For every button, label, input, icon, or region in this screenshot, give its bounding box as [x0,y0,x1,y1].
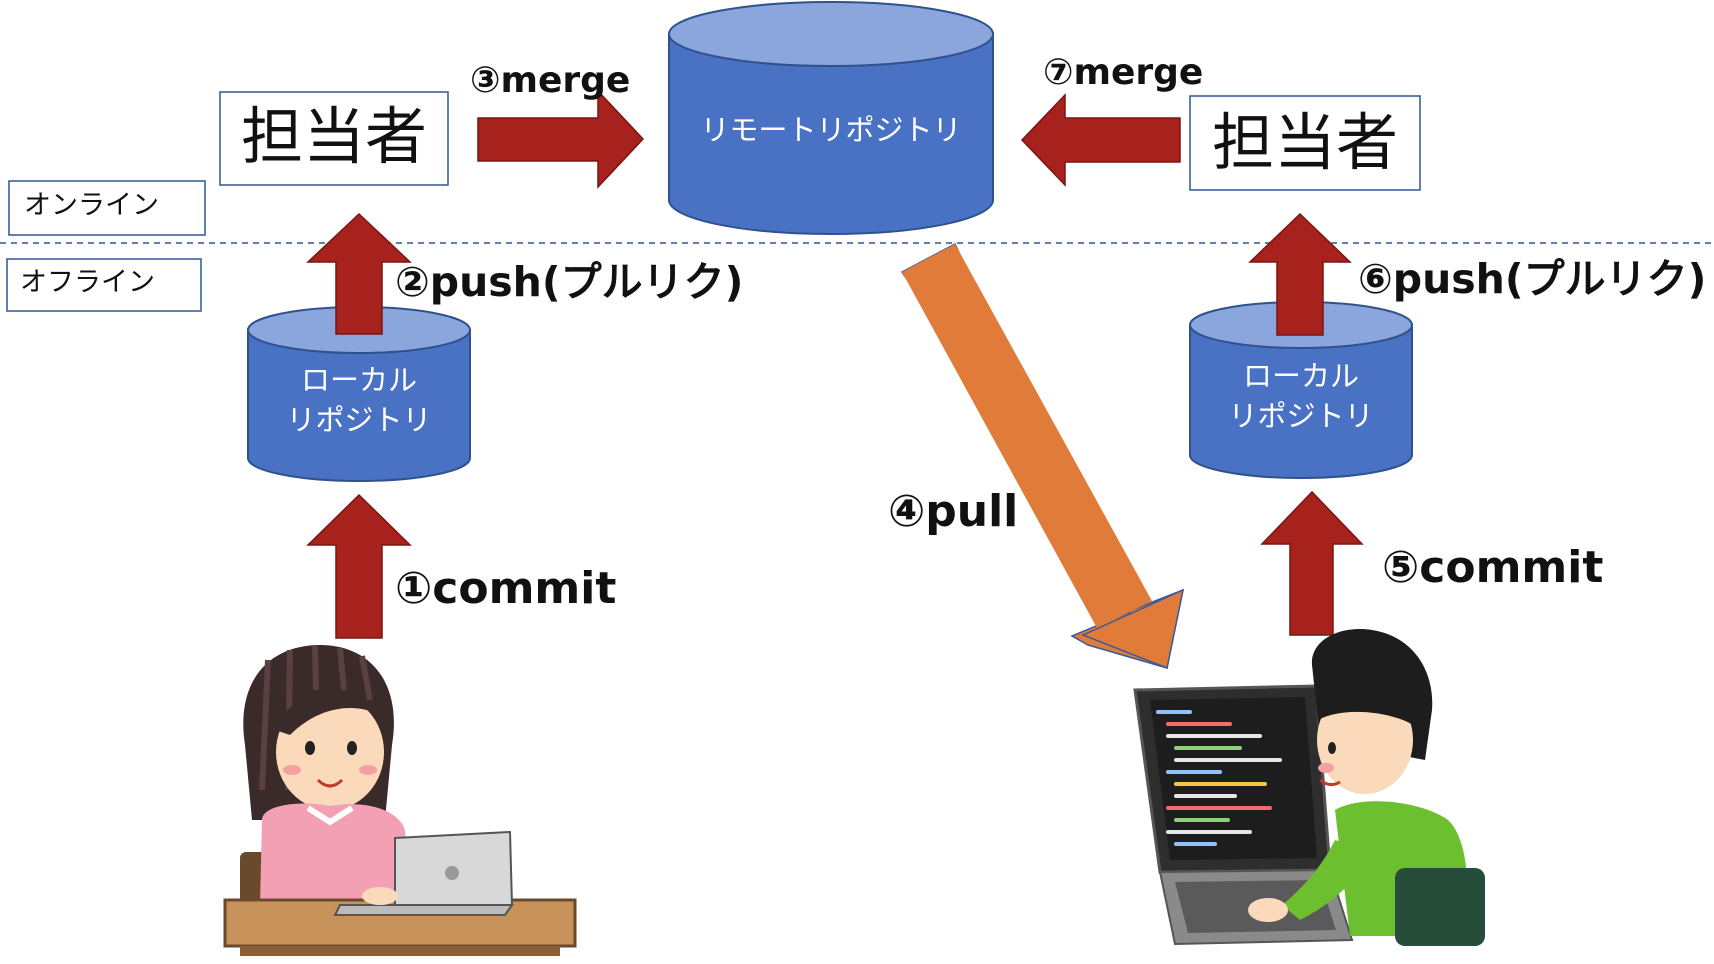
offline-zone-label: オフライン [6,258,202,312]
offline-zone-text: オフライン [20,267,155,298]
left-commit-arrow [306,493,412,639]
right-local-repository-cylinder: ローカル リポジトリ [1189,301,1413,479]
left-push-arrow [306,212,412,335]
left-local-repo-label-2: リポジトリ [286,403,431,437]
left-reviewer-label: 担当者 [241,100,427,173]
pull-arrow-body [902,244,1152,628]
right-local-repo-label-2: リポジトリ [1228,399,1373,433]
left-reviewer-box: 担当者 [219,91,449,186]
man-coding-laptop-illustration [1133,629,1485,946]
right-reviewer-label: 担当者 [1212,106,1398,179]
step-push-right: ⑥push(プルリク) [1358,255,1706,303]
step-pull: ④pull [888,486,1018,537]
step-commit-right: ⑤commit [1382,542,1603,593]
remote-repository-cylinder: リモートリポジトリ [668,1,994,235]
step-merge-left: ③merge [470,60,630,101]
online-zone-text: オンライン [24,190,159,221]
right-commit-arrow [1260,490,1364,636]
right-push-arrow [1248,212,1352,336]
step-merge-right: ⑦merge [1043,52,1203,93]
step-commit-left: ①commit [395,563,616,614]
step-push-left: ②push(プルリク) [395,258,743,306]
right-local-repo-label-1: ローカル [1243,359,1359,393]
right-merge-arrow [1020,93,1181,187]
online-zone-label: オンライン [8,180,206,236]
remote-repository-label: リモートリポジトリ [700,113,961,147]
left-merge-arrow [477,89,645,189]
right-reviewer-box: 担当者 [1189,95,1421,191]
pull-arrow-head [1081,588,1185,670]
left-local-repo-label-1: ローカル [301,363,417,397]
woman-with-laptop-illustration [223,645,577,956]
